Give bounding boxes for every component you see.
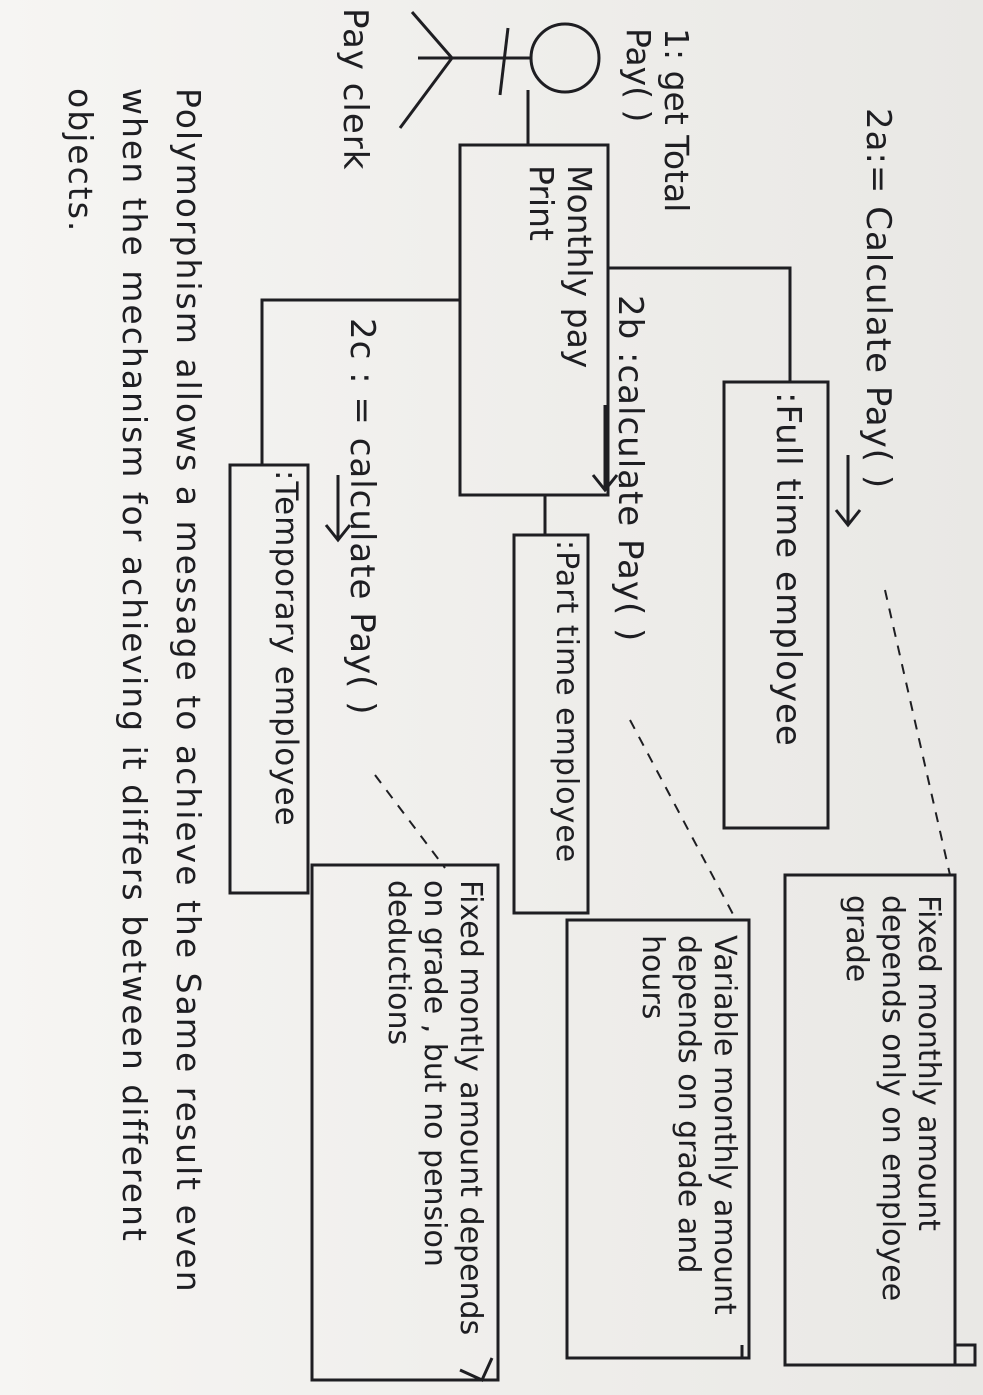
dash-temporary: [374, 774, 446, 869]
message-2c: 2c : = calculate Pay( ): [342, 318, 382, 716]
note-parttime-box: [565, 918, 751, 1360]
actor-name: Pay clerk: [335, 8, 375, 171]
dash-fulltime: [884, 589, 951, 876]
object-fulltime-employee: :Full time employee: [768, 392, 808, 747]
note-parttime-text: Variable monthly amount depends on grade…: [635, 935, 742, 1315]
fold-fulltime: [955, 1343, 977, 1367]
caption: Polymorphism allows a message to achieve…: [61, 88, 208, 1294]
fold-parttime: [727, 1345, 744, 1360]
link-fulltime: [608, 266, 792, 382]
link-actor-monthly: [460, 90, 530, 147]
message-1: 1: get Total Pay( ): [619, 28, 696, 213]
message-2b: 2b :calculate Pay( ): [610, 295, 650, 643]
dash-parttime: [629, 719, 736, 919]
note-temporary-box: [310, 863, 500, 1382]
monthly-box: [458, 143, 610, 497]
arrow-2b: [591, 405, 619, 493]
parttime-box: [512, 533, 590, 915]
actor-leg-right: [398, 57, 454, 129]
message-2a: 2a:= Calculate Pay( ): [858, 108, 898, 490]
note-fulltime-text: Fixed monthly amount depends only on emp…: [839, 895, 946, 1302]
object-monthly-pay-print: Monthly pay Print: [522, 165, 599, 369]
arrow-2c: [324, 475, 352, 543]
arrow-2a: [834, 455, 862, 528]
fold-temporary: [459, 1357, 494, 1382]
object-parttime-employee: :Part time employee: [549, 540, 584, 864]
temporary-box: [228, 463, 310, 895]
note-temporary-text: Fixed montly amount depends on grade , b…: [381, 880, 488, 1336]
link-temporary: [260, 298, 460, 465]
object-temporary-employee: :Temporary employee: [268, 470, 304, 827]
actor-leg-left: [410, 11, 454, 59]
fulltime-box: [722, 380, 830, 830]
note-fulltime-box: [783, 873, 957, 1367]
actor-arms: [498, 27, 510, 96]
actor-head: [529, 22, 601, 94]
